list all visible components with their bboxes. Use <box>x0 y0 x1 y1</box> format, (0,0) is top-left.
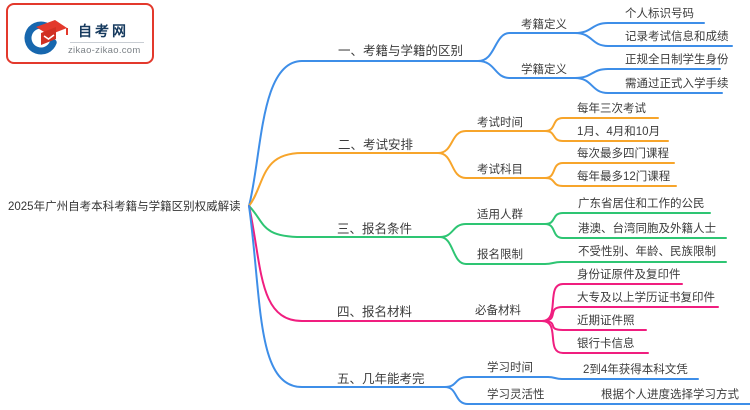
logo-divider <box>70 42 144 43</box>
branch-1-sub-1: 考籍定义 <box>521 19 567 31</box>
branch-2-sub-1: 考试时间 <box>477 117 523 129</box>
branch-2-leaf-3: 每次最多四门课程 <box>577 148 669 160</box>
branch-1-topic: 一、考籍与学籍的区别 <box>338 44 464 58</box>
branch-5-sub-1: 学习时间 <box>487 362 533 374</box>
branch-5-sub-2: 学习灵活性 <box>487 389 545 401</box>
branch-4-leaf-3: 近期证件照 <box>577 315 635 327</box>
branch-2-sub-2: 考试科目 <box>477 164 523 176</box>
branch-3-leaf-2: 港澳、台湾同胞及外籍人士 <box>578 223 716 235</box>
branch-4-sub-1: 必备材料 <box>475 305 521 317</box>
branch-1-leaf-1: 个人标识号码 <box>625 8 694 20</box>
branch-3-topic: 三、报名条件 <box>337 222 413 236</box>
site-logo: 自考网 zikao-zikao.com <box>6 3 154 64</box>
branch-1-leaf-3: 正规全日制学生身份 <box>625 54 729 66</box>
branch-3-sub-2: 报名限制 <box>477 249 523 261</box>
branch-3-leaf-3: 不受性别、年龄、民族限制 <box>578 246 716 258</box>
branch-1-sub-2: 学籍定义 <box>521 64 567 76</box>
branch-5-topic: 五、几年能考完 <box>337 372 425 386</box>
branch-4-leaf-2: 大专及以上学历证书复印件 <box>577 292 715 304</box>
branch-5-leaf-2: 根据个人进度选择学习方式 <box>601 389 739 401</box>
branch-2-topic: 二、考试安排 <box>338 138 414 152</box>
site-name: 自考网 <box>78 23 129 39</box>
branch-3-sub-1: 适用人群 <box>477 209 523 221</box>
branch-5-leaf-1: 2到4年获得本科文凭 <box>583 364 688 376</box>
branch-2-leaf-4: 每年最多12门课程 <box>577 171 671 183</box>
branch-4-leaf-1: 身份证原件及复印件 <box>577 269 681 281</box>
branch-4-leaf-4: 银行卡信息 <box>577 338 635 350</box>
branch-3-leaf-1: 广东省居住和工作的公民 <box>578 198 705 210</box>
branch-4-topic: 四、报名材料 <box>337 305 413 319</box>
site-url: zikao-zikao.com <box>68 45 141 56</box>
branch-1-leaf-2: 记录考试信息和成绩 <box>625 31 729 43</box>
branch-1-leaf-4: 需通过正式入学手续 <box>625 78 729 90</box>
graduation-cap-logo-icon <box>24 20 68 55</box>
branch-2-leaf-1: 每年三次考试 <box>577 103 646 115</box>
branch-2-leaf-2: 1月、4月和10月 <box>577 126 661 138</box>
mindmap-root-title: 2025年广州自考本科考籍与学籍区别权威解读 <box>8 201 241 213</box>
